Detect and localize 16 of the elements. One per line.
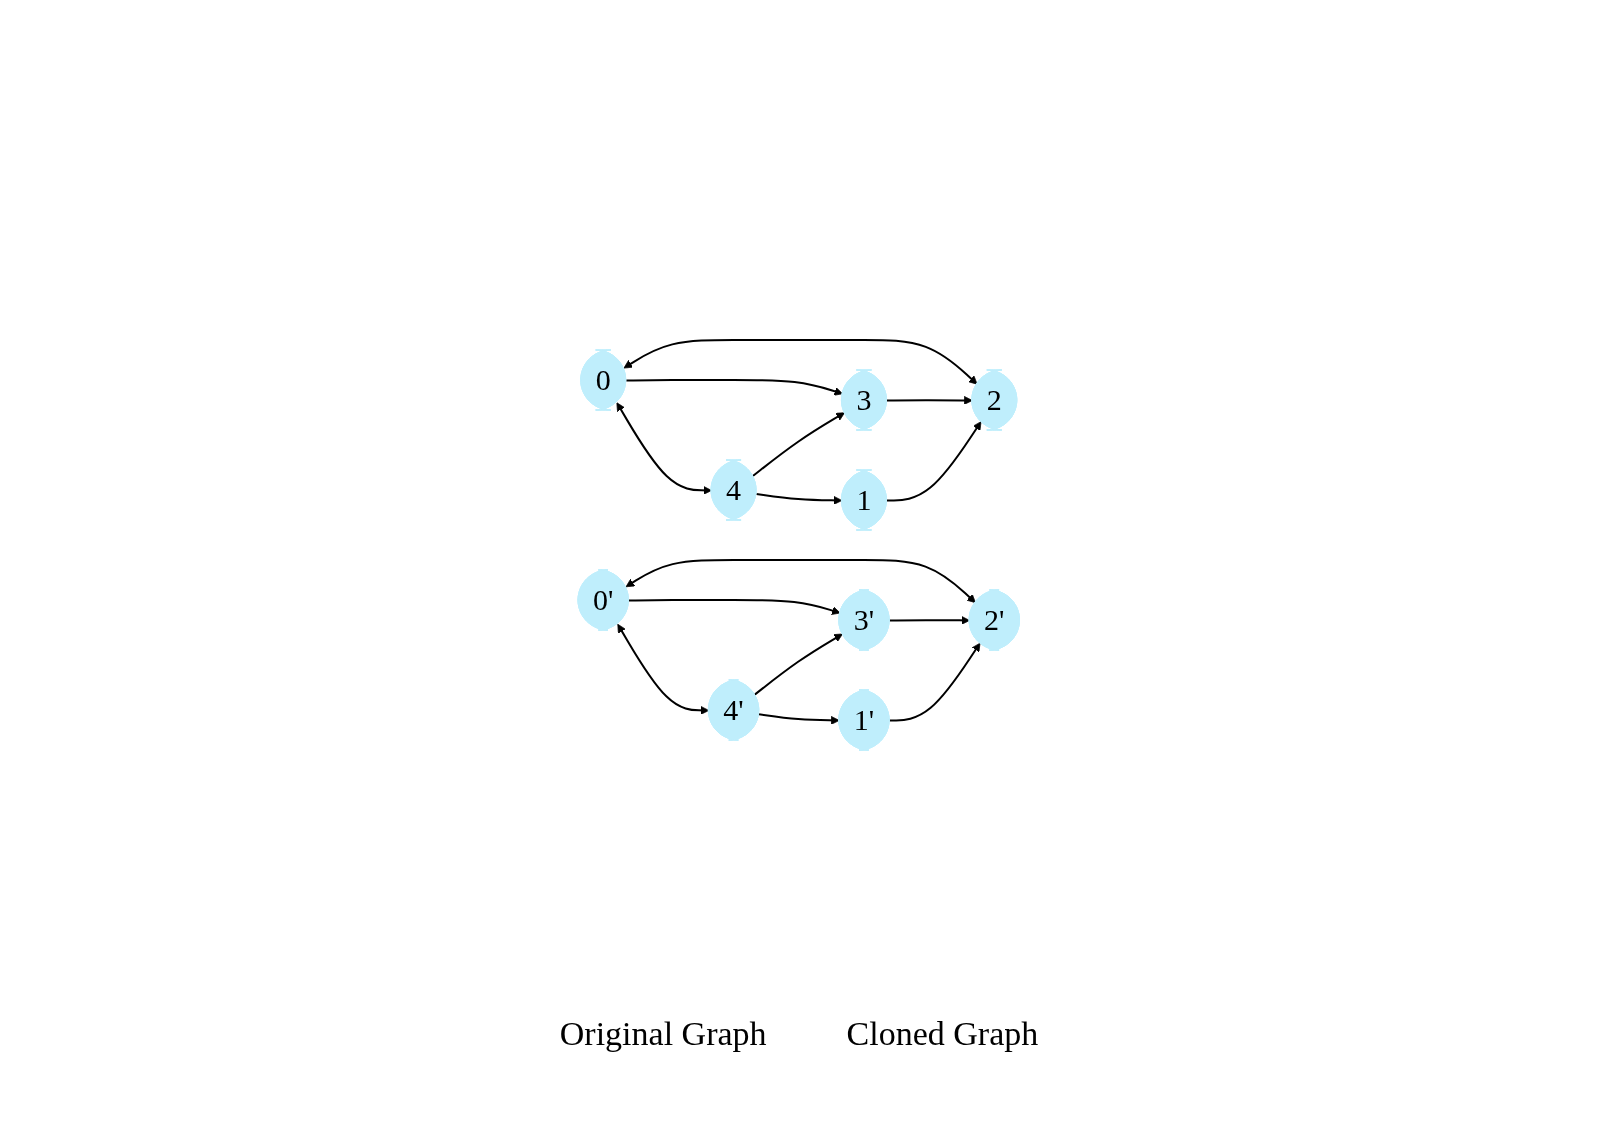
arrow <box>754 633 844 696</box>
arrow <box>888 616 971 625</box>
arrow <box>755 492 843 505</box>
arrow <box>758 713 840 725</box>
arrow <box>886 421 982 502</box>
graph-caption: Cloned Graph <box>846 1015 1039 1053</box>
graph-caption: Original Graph <box>559 1015 767 1053</box>
arrow <box>886 396 973 405</box>
arrow <box>628 599 841 615</box>
arrow <box>616 402 713 495</box>
arrow <box>752 412 846 478</box>
arrow <box>625 379 844 396</box>
arrow <box>888 642 981 722</box>
arrow <box>625 559 977 604</box>
arrow <box>617 623 710 715</box>
arrow <box>623 339 978 385</box>
